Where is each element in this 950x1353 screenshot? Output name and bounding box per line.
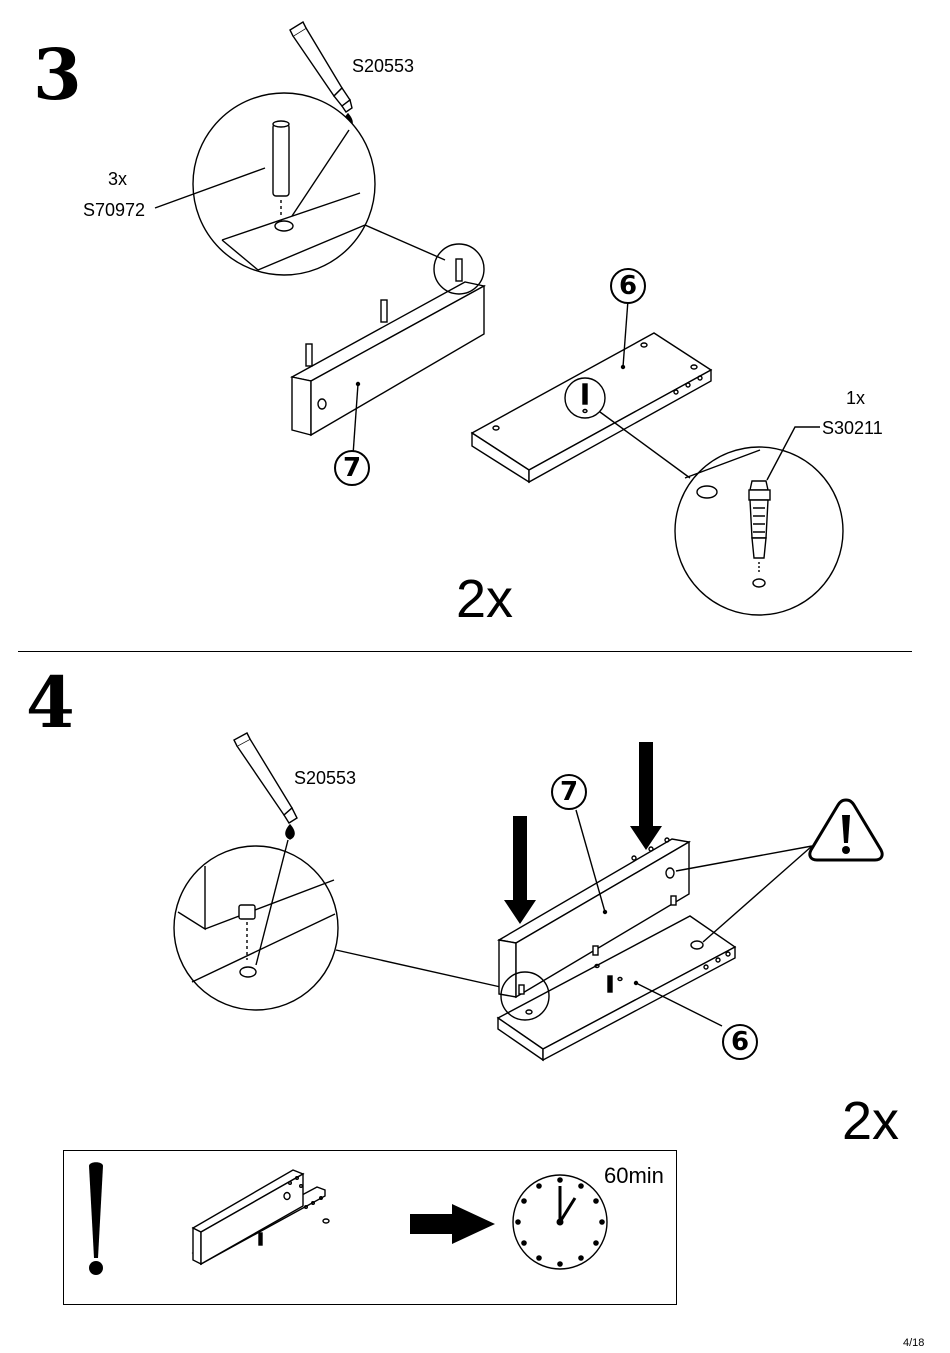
assembled-shelf-icon xyxy=(191,1169,330,1266)
glue-part-code: S20553 xyxy=(294,768,357,788)
leader-line xyxy=(599,411,691,479)
detail-marker xyxy=(564,377,606,419)
exclamation-icon xyxy=(89,1162,103,1275)
cam-quantity: 1x xyxy=(846,388,866,408)
leader-line xyxy=(622,299,629,368)
down-arrow-icon xyxy=(504,742,662,924)
leader-line xyxy=(154,167,266,209)
detail-marker xyxy=(500,971,550,1021)
part-number-badge: 7 xyxy=(551,774,587,810)
right-arrow-icon xyxy=(410,1204,495,1244)
leader-line xyxy=(352,383,359,456)
part-number-badge: 7 xyxy=(334,450,370,486)
repeat-count: 2x xyxy=(842,1091,900,1151)
glue-tube-icon xyxy=(233,732,298,840)
part-number-badge: 6 xyxy=(610,268,646,304)
dowel-quantity: 3x xyxy=(108,169,128,189)
glue-part-code: S20553 xyxy=(352,56,415,76)
detail-circle xyxy=(173,845,339,1011)
leader-line xyxy=(575,809,606,913)
page-number: 4/18 xyxy=(903,1337,925,1349)
section-divider xyxy=(18,651,912,652)
detail-marker xyxy=(433,243,485,295)
board-7 xyxy=(496,837,692,999)
leader-line xyxy=(766,426,820,481)
repeat-count: 2x xyxy=(456,569,514,629)
cam-fitting-detail xyxy=(684,449,771,588)
board-7 xyxy=(290,258,486,437)
leader-line xyxy=(364,224,446,261)
drying-time-label: 60min xyxy=(604,1163,664,1188)
dowel-detail xyxy=(221,120,366,271)
drying-time-note xyxy=(63,1150,677,1305)
board-6 xyxy=(496,915,737,1062)
clock-icon xyxy=(512,1174,608,1270)
leader-line xyxy=(675,845,813,872)
dowel-part-code: S70972 xyxy=(83,200,146,220)
step-number: 4 xyxy=(26,661,75,744)
leader-line xyxy=(702,845,813,943)
warning-triangle-icon xyxy=(808,798,884,862)
part-number-badge: 6 xyxy=(722,1024,758,1060)
board-6 xyxy=(470,332,713,484)
leader-line xyxy=(335,949,506,989)
leader-line xyxy=(635,982,723,1027)
cam-part-code: S30211 xyxy=(822,418,883,438)
step-number: 3 xyxy=(33,33,82,116)
dowel-in-hole-detail xyxy=(177,839,336,983)
